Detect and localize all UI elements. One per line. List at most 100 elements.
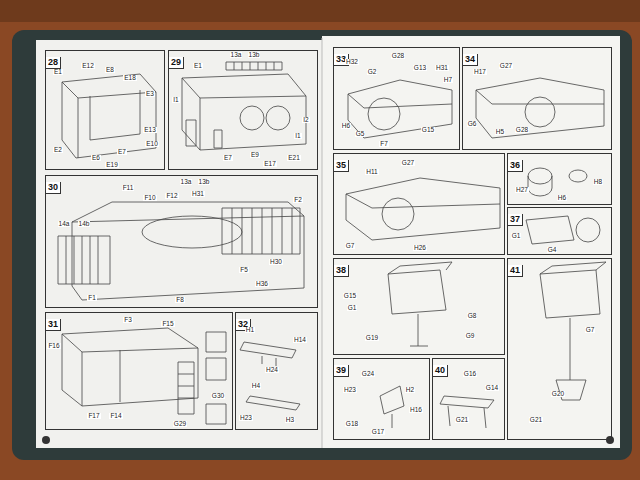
part-number: G4 <box>547 247 558 254</box>
part-number: H6 <box>557 195 567 202</box>
part-number: G1 <box>347 305 358 312</box>
part-number: E3 <box>145 91 155 98</box>
part-number: 13a <box>230 52 243 59</box>
part-number: 13b <box>248 52 261 59</box>
part-number: F7 <box>379 141 389 148</box>
part-number: 13a <box>180 179 193 186</box>
part-number: F14 <box>109 413 122 420</box>
part-number: 14a <box>58 221 71 228</box>
part-number: H23 <box>343 387 357 394</box>
illustration-line <box>346 178 500 240</box>
illustration-line <box>182 74 306 150</box>
part-number: F2 <box>293 197 303 204</box>
part-number: E6 <box>91 155 101 162</box>
part-number: E2 <box>53 147 63 154</box>
step-number: 31 <box>46 319 61 331</box>
part-number: H27 <box>515 187 529 194</box>
part-number: F3 <box>123 317 133 324</box>
step-number: 37 <box>508 214 523 226</box>
part-number: G17 <box>371 429 385 436</box>
step-number: 36 <box>508 160 523 172</box>
illustration-line <box>240 342 300 410</box>
part-number: H14 <box>293 337 307 344</box>
logo-mark <box>42 436 50 444</box>
part-number: H32 <box>345 59 359 66</box>
part-number: G28 <box>391 53 405 60</box>
illustration-line <box>569 170 587 182</box>
step-panel: 29 <box>168 50 318 170</box>
logo-mark <box>606 436 614 444</box>
step-number: 38 <box>334 265 349 277</box>
illustration-line <box>36 40 322 448</box>
part-number: E1 <box>53 69 63 76</box>
illustration-line <box>440 396 494 428</box>
step-number: 29 <box>169 57 184 69</box>
part-number: G16 <box>463 371 477 378</box>
illustration-line <box>226 62 282 70</box>
illustration-line <box>322 38 323 448</box>
part-number: G27 <box>401 160 415 167</box>
part-number: G9 <box>465 333 476 340</box>
illustration-line <box>72 202 304 300</box>
illustration-line <box>382 198 414 230</box>
part-number: E18 <box>123 75 137 82</box>
illustration-line <box>186 120 222 148</box>
part-number: E13 <box>143 127 157 134</box>
illustration-line <box>528 176 552 196</box>
part-number: G7 <box>345 243 356 250</box>
part-number: G27 <box>499 63 513 70</box>
part-number: H6 <box>341 123 351 130</box>
part-number: H24 <box>265 367 279 374</box>
part-number: F12 <box>165 193 178 200</box>
part-number: G20 <box>551 391 565 398</box>
illustration-line <box>58 62 606 428</box>
part-number: G13 <box>413 65 427 72</box>
illustration-line <box>206 332 226 424</box>
part-number: G24 <box>361 371 375 378</box>
step-panel: 38 <box>333 258 505 355</box>
illustration-line <box>348 80 452 138</box>
part-number: G6 <box>467 121 478 128</box>
step-number: 40 <box>433 365 448 377</box>
part-number: H7 <box>443 77 453 84</box>
illustration-line <box>556 318 586 400</box>
illustration-line <box>222 208 300 254</box>
part-number: G5 <box>355 131 366 138</box>
part-number: H1 <box>245 327 255 334</box>
illustration-line <box>368 98 400 130</box>
part-number: G14 <box>485 385 499 392</box>
illustration-line <box>410 314 428 346</box>
part-number: H30 <box>269 259 283 266</box>
part-number: H2 <box>405 387 415 394</box>
part-number: G29 <box>173 421 187 428</box>
step-number: 30 <box>46 182 61 194</box>
illustration-line <box>58 236 110 284</box>
part-number: E1 <box>193 63 203 70</box>
illustration-line <box>388 262 452 314</box>
illustration-line <box>266 106 290 130</box>
part-number: H26 <box>413 245 427 252</box>
part-number: G15 <box>421 127 435 134</box>
illustration-line <box>525 97 555 127</box>
part-number: E21 <box>287 155 301 162</box>
part-number: F10 <box>143 195 156 202</box>
illustration-line <box>528 168 552 184</box>
part-number: F8 <box>175 297 185 304</box>
part-number: G21 <box>529 417 543 424</box>
part-number: G30 <box>211 393 225 400</box>
step-number: 35 <box>334 160 349 172</box>
part-number: I1 <box>294 133 301 140</box>
illustration-line <box>526 216 574 244</box>
part-number: H17 <box>473 69 487 76</box>
part-number: E7 <box>223 155 233 162</box>
part-number: F17 <box>87 413 100 420</box>
illustration-line <box>62 74 156 158</box>
part-number: H4 <box>251 383 261 390</box>
illustration-line <box>576 218 600 242</box>
part-number: G15 <box>343 293 357 300</box>
part-number: E10 <box>145 141 159 148</box>
part-number: G21 <box>455 417 469 424</box>
illustration-line <box>380 386 404 428</box>
